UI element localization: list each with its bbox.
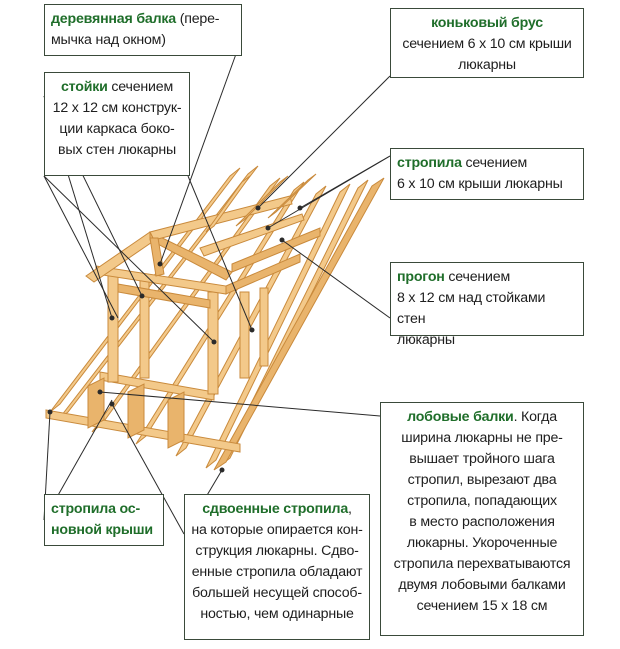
header-beams bbox=[45, 371, 241, 453]
dormer-studs bbox=[95, 253, 301, 395]
callout-term: коньковый брус bbox=[431, 15, 543, 31]
callout-text: ции каркаса боко- bbox=[59, 121, 175, 137]
callout-text: вышает тройного шага bbox=[409, 451, 555, 467]
callout-text: на которые опирается кон- bbox=[191, 522, 363, 538]
callout-text: люкарны bbox=[397, 332, 455, 348]
callout-text: (пере- bbox=[175, 11, 220, 27]
callout-main-rafters: стропила ос- новной крыши bbox=[44, 494, 164, 546]
callout-text: люкарны. Укороченные bbox=[406, 535, 558, 551]
callout-studs: стойки сечением 12 х 12 см конструк- ции… bbox=[44, 72, 190, 176]
callout-text: мычка над окном) bbox=[51, 32, 166, 48]
callout-text: сечением bbox=[444, 269, 511, 285]
callout-text: енные стропила обладают bbox=[191, 564, 363, 580]
callout-text: . Когда bbox=[513, 409, 558, 425]
callout-term: стропила ос- bbox=[51, 501, 141, 517]
callout-dormer-rafters: стропила сечением 6 х 10 см крыши люкарн… bbox=[390, 148, 584, 200]
callout-text: большей несущей способ- bbox=[192, 585, 362, 601]
callout-text: люкарны bbox=[458, 57, 516, 73]
callout-term: стропила bbox=[397, 155, 462, 171]
callout-text: 8 х 12 см над стойками стен bbox=[397, 290, 546, 327]
callout-text: вых стен люкарны bbox=[58, 142, 176, 158]
callout-text: сечением bbox=[461, 155, 528, 171]
callout-text: стропил, вырезают два bbox=[407, 472, 557, 488]
callout-double-rafters: сдвоенные стропила, на которые опирается… bbox=[184, 494, 370, 640]
callout-term: деревянная балка bbox=[51, 11, 176, 27]
callout-text: двумя лобовыми балками bbox=[398, 577, 566, 593]
callout-text: 6 х 10 см крыши люкарны bbox=[397, 176, 563, 192]
leader-dots bbox=[47, 205, 303, 473]
callout-text: стропила, попадающих bbox=[407, 493, 557, 509]
callout-header-beams: лобовые балки. Когда ширина люкарны не п… bbox=[380, 402, 584, 636]
callout-text: , bbox=[348, 501, 352, 517]
callout-term: лобовые балки bbox=[407, 409, 514, 425]
callout-term: новной крыши bbox=[51, 522, 153, 538]
callout-purlin: прогон сечением 8 х 12 см над стойками с… bbox=[390, 262, 584, 348]
callout-text: сечением bbox=[107, 79, 173, 95]
callout-text: струкция люкарны. Сдво- bbox=[195, 543, 359, 559]
callout-term: стойки bbox=[60, 79, 108, 95]
callout-text: стропила перехватываются bbox=[393, 556, 571, 572]
callout-term: сдвоенные стропила bbox=[202, 501, 349, 517]
callout-text: сечением 15 х 18 см bbox=[416, 598, 548, 614]
cut-rafters bbox=[205, 173, 317, 233]
callout-text: в место расположения bbox=[409, 514, 555, 530]
callout-text: сечением 6 х 10 см крыши bbox=[402, 36, 572, 52]
callout-text: ширина люкарны не пре- bbox=[401, 430, 563, 446]
callout-wooden-beam: деревянная балка (пере- мычка над окном) bbox=[44, 4, 242, 56]
callout-ridge-beam: коньковый брус сечением 6 х 10 см крыши … bbox=[390, 8, 584, 78]
callout-text: ностью, чем одинарные bbox=[200, 606, 354, 622]
callout-term: прогон bbox=[397, 269, 445, 285]
callout-text: 12 х 12 см конструк- bbox=[52, 100, 182, 116]
